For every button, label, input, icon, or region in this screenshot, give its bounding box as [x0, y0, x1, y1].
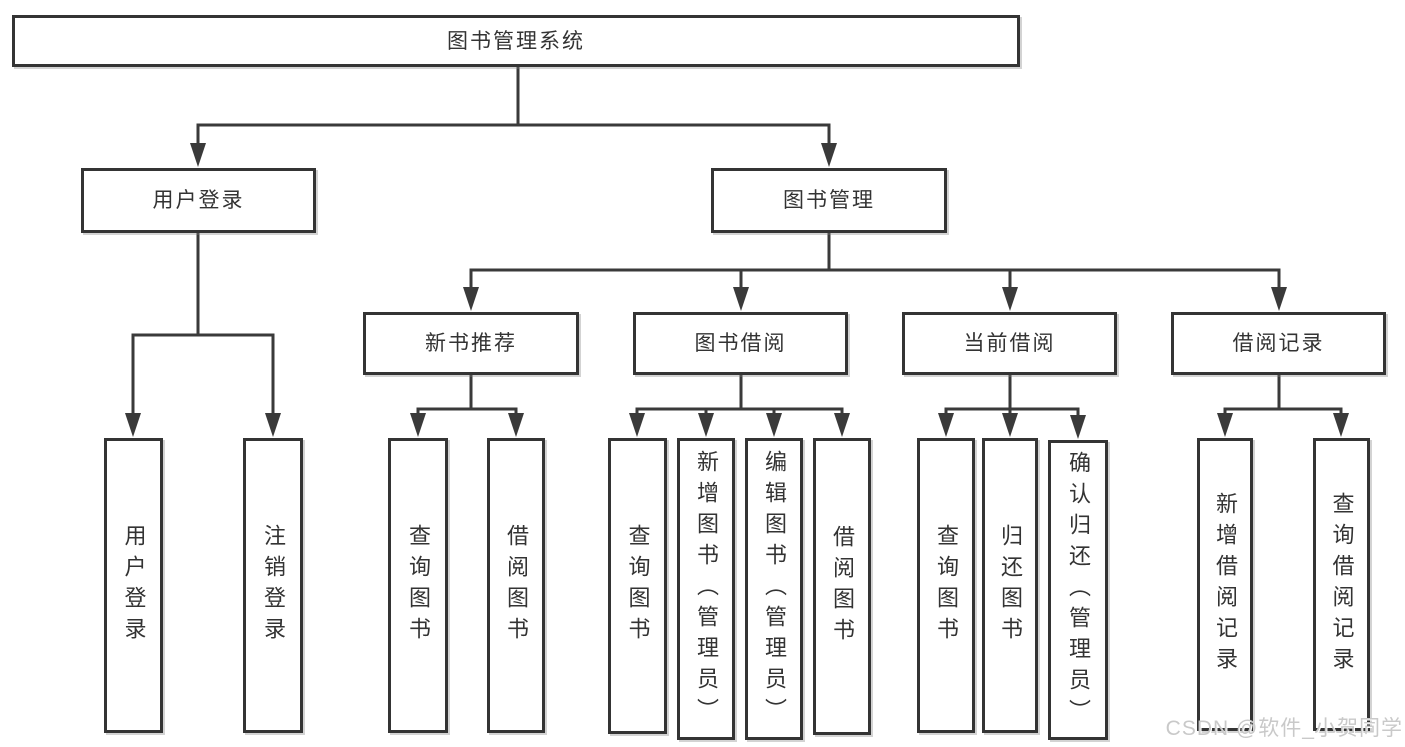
- leaf-borrowing-add-books-admin: 新增图书（管理员）: [677, 438, 735, 740]
- csdn-watermark: CSDN @软件_小贺同学: [1165, 717, 1403, 740]
- node-borrowing-records: 借阅记录: [1171, 312, 1386, 375]
- node-user-login: 用户登录: [81, 168, 316, 233]
- leaf-borrowing-borrow-books: 借阅图书: [813, 438, 871, 735]
- node-current-borrowing: 当前借阅: [902, 312, 1117, 375]
- leaf-current-query-books-label: 查询图书: [934, 523, 959, 648]
- leaf-current-confirm-return-admin-label: 确认归还（管理员）: [1066, 450, 1091, 730]
- leaf-records-query-record: 查询借阅记录: [1313, 438, 1370, 731]
- leaf-recommend-borrow-books: 借阅图书: [487, 438, 545, 733]
- leaf-borrowing-edit-books-admin-label: 编辑图书（管理员）: [762, 449, 787, 729]
- leaf-records-add-record: 新增借阅记录: [1197, 438, 1253, 731]
- leaf-records-add-record-label: 新增借阅记录: [1213, 491, 1238, 678]
- node-book-borrowing-label: 图书借阅: [694, 332, 787, 355]
- leaf-recommend-query-books: 查询图书: [388, 438, 448, 733]
- leaf-borrowing-add-books-admin-label: 新增图书（管理员）: [694, 449, 719, 729]
- leaf-current-confirm-return-admin: 确认归还（管理员）: [1048, 440, 1108, 740]
- leaf-borrowing-query-books: 查询图书: [608, 438, 667, 734]
- leaf-logout: 注销登录: [243, 438, 303, 733]
- node-user-login-label: 用户登录: [152, 189, 245, 212]
- leaf-borrowing-query-books-label: 查询图书: [625, 524, 651, 648]
- leaf-records-query-record-label: 查询借阅记录: [1329, 491, 1355, 678]
- node-root: 图书管理系统: [12, 15, 1020, 67]
- node-root-label: 图书管理系统: [447, 29, 585, 53]
- leaf-current-return-books: 归还图书: [982, 438, 1038, 733]
- node-book-management: 图书管理: [711, 168, 947, 233]
- leaf-recommend-query-books-label: 查询图书: [406, 523, 431, 648]
- node-book-borrowing: 图书借阅: [633, 312, 848, 375]
- leaf-user-login-label: 用户登录: [121, 523, 147, 648]
- leaf-user-login: 用户登录: [104, 438, 163, 733]
- node-new-book-recommend-label: 新书推荐: [425, 332, 517, 355]
- leaf-borrowing-borrow-books-label: 借阅图书: [830, 524, 855, 649]
- leaf-current-return-books-label: 归还图书: [998, 523, 1023, 648]
- leaf-borrowing-edit-books-admin: 编辑图书（管理员）: [745, 438, 803, 740]
- node-current-borrowing-label: 当前借阅: [963, 332, 1056, 355]
- node-new-book-recommend: 新书推荐: [363, 312, 579, 375]
- node-book-management-label: 图书管理: [783, 189, 875, 212]
- leaf-current-query-books: 查询图书: [917, 438, 975, 733]
- node-borrowing-records-label: 借阅记录: [1232, 332, 1325, 355]
- leaf-recommend-borrow-books-label: 借阅图书: [504, 523, 529, 648]
- leaf-logout-label: 注销登录: [261, 523, 286, 648]
